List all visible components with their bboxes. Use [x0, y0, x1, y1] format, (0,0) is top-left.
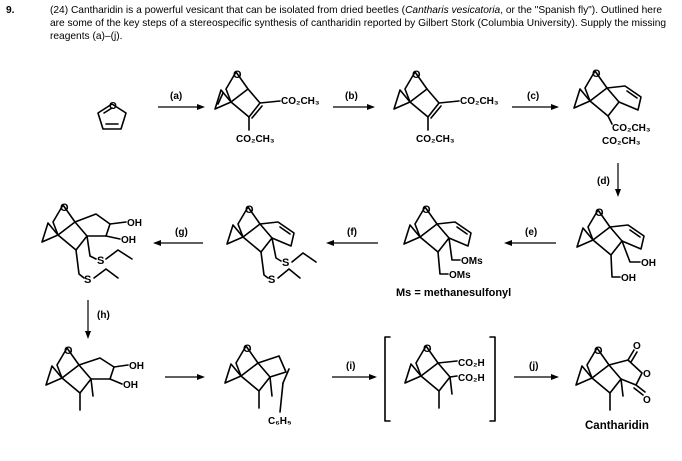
bridge-o: O — [245, 204, 254, 216]
arrow-e: (e) — [504, 227, 556, 246]
arrow-unlabeled — [165, 374, 205, 380]
step-c-label: (c) — [527, 91, 539, 102]
step-a-label: (a) — [170, 91, 182, 102]
bridge-o: O — [423, 343, 432, 355]
sulfur-label: S — [97, 255, 104, 267]
saturated-adduct: O CO₂CH₃ CO₂CH₃ — [393, 69, 499, 145]
hydroxyl-label: OH — [121, 235, 136, 246]
species-name: Cantharis vesicatoria — [405, 5, 501, 16]
ms-definition: Ms = methanesulfonyl — [396, 287, 511, 299]
ring-o: O — [643, 369, 651, 380]
carboxyl-label: CO₂H — [458, 358, 485, 369]
bracket-right — [489, 336, 496, 422]
mesylate-label: OMs — [461, 256, 483, 267]
step-j-label: (j) — [529, 361, 538, 372]
cantharidin: O O O O Cantharidin — [575, 341, 651, 432]
arrow-c: (c) — [512, 91, 559, 110]
diacid-intermediate: O CO₂H CO₂H — [404, 343, 485, 409]
mesylate-label: OMs — [449, 270, 471, 281]
bridge-o: O — [60, 202, 69, 214]
arrow-j: (j) — [514, 361, 559, 380]
arrow-d: (d) — [597, 163, 621, 197]
question-number: 9. — [6, 5, 15, 16]
ester-label: CO₂CH₃ — [460, 96, 499, 107]
dimesylate-intermediate: O OMs OMs Ms = methanesulfonyl — [396, 204, 511, 299]
ester-label: CO₂CH₃ — [236, 134, 275, 145]
arrow-h: (h) — [85, 300, 110, 339]
carboxyl-label: CO₂H — [458, 373, 485, 384]
step-b-label: (b) — [345, 91, 358, 102]
step-h-label: (h) — [97, 310, 110, 321]
bridge-o: O — [594, 345, 603, 357]
furan: O — [97, 101, 127, 130]
sulfur-label: S — [282, 257, 289, 269]
hydroxyl-label: OH — [621, 273, 636, 284]
bracket-left — [384, 336, 391, 422]
carbonyl-o: O — [643, 395, 651, 406]
bridge-o: O — [592, 68, 601, 80]
product-name: Cantharidin — [585, 420, 649, 432]
diol-intermediate: O OH OH — [576, 207, 656, 284]
arrow-g: (g) — [153, 227, 203, 246]
ester-label: CO₂CH₃ — [416, 134, 455, 145]
bridge-o: O — [243, 343, 252, 355]
ester-label: CO₂CH₃ — [281, 96, 320, 107]
atom-o: O — [109, 101, 117, 112]
bridge-o: O — [422, 204, 431, 216]
ester-label: CO₂CH₃ — [602, 136, 641, 147]
dimethyl-diol: O OH OH — [45, 345, 144, 411]
carbonyl-o: O — [633, 341, 641, 352]
bridge-o: O — [64, 345, 73, 357]
bridge-o: O — [412, 69, 421, 81]
hydroxyl-label: OH — [641, 258, 656, 269]
question-text: (24) Cantharidin is a powerful vesicant … — [50, 5, 667, 42]
step-e-label: (e) — [525, 227, 537, 238]
bis-thioether-intermediate: O S S — [226, 204, 317, 286]
step-g-label: (g) — [175, 227, 188, 238]
hydroxyl-label: OH — [129, 361, 144, 372]
phenyl-label: C₆H₅ — [268, 416, 292, 427]
sulfur-label: S — [268, 274, 275, 286]
thioether-diol-intermediate: O OH OH S S — [41, 202, 142, 286]
step-i-label: (i) — [346, 361, 355, 372]
sulfur-label: S — [84, 274, 91, 286]
step-f-label: (f) — [347, 227, 357, 238]
arrow-f: (f) — [326, 227, 378, 246]
butadiene-adduct: O CO₂CH₃ CO₂CH₃ — [573, 68, 651, 147]
arrow-a: (a) — [158, 91, 205, 110]
arrow-i: (i) — [332, 361, 377, 380]
step-d-label: (d) — [597, 176, 610, 187]
arrow-b: (b) — [333, 91, 375, 110]
bridge-o: O — [233, 69, 242, 81]
bridge-o: O — [595, 207, 604, 219]
hydroxyl-label: OH — [127, 218, 142, 229]
hydroxyl-label: OH — [123, 380, 138, 391]
ester-label: CO₂CH₃ — [612, 123, 651, 134]
benzylidene-alkene: O C₆H₅ — [224, 343, 292, 427]
diels-alder-adduct: O CO₂CH₃ CO₂CH₃ — [214, 69, 320, 145]
